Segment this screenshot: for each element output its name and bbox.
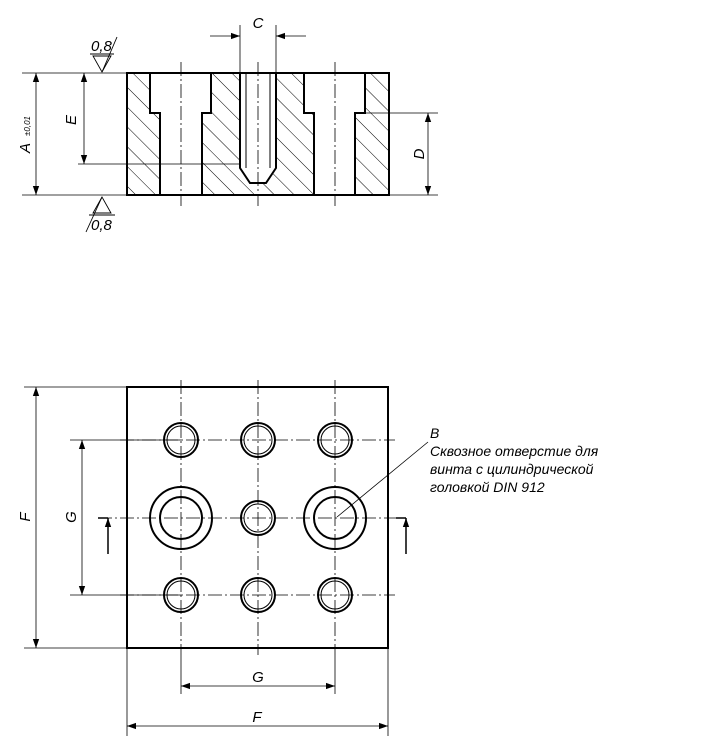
dim-e-lines xyxy=(78,73,240,165)
small-hole xyxy=(240,422,276,458)
dim-f-vertical-label: F xyxy=(17,512,34,522)
dim-a-tolerance: ±0,01 xyxy=(23,116,32,136)
counterbore-hole-left-outer xyxy=(149,486,213,550)
dim-f-vertical-lines xyxy=(24,386,127,649)
dim-e-label: E xyxy=(63,114,80,125)
counterbore-hole-right-inner xyxy=(313,496,357,540)
dim-d-label: D xyxy=(411,148,428,159)
small-hole xyxy=(240,500,276,536)
dim-g-vertical-lines xyxy=(70,439,181,596)
plan-outline xyxy=(126,386,389,649)
dim-f-horizontal-lines xyxy=(126,648,389,736)
dim-g-horizontal-label: G xyxy=(252,669,264,686)
section-centerlines xyxy=(180,62,336,206)
small-hole xyxy=(317,577,353,613)
small-hole xyxy=(317,422,353,458)
counterbore-hole-left-inner xyxy=(159,496,203,540)
left-counterbore-cavity xyxy=(149,72,212,196)
small-hole xyxy=(240,577,276,613)
section-arrow-right xyxy=(396,517,410,554)
section-arrow-left xyxy=(98,517,112,554)
counterbore-holes xyxy=(149,486,367,550)
dim-g-vertical-label: G xyxy=(63,511,80,523)
callout-leader xyxy=(336,441,429,518)
dim-a-label: A xyxy=(17,143,34,154)
surface-finish-top-label: 0,8 xyxy=(91,38,113,55)
dim-g-horizontal-lines xyxy=(180,655,336,694)
plan-view: F G G F B Сквозное отверстие для винта с… xyxy=(17,380,599,736)
callout-line-2: винта с цилиндрической xyxy=(430,461,594,477)
dim-d-lines xyxy=(365,112,438,196)
counterbore-hole-right-outer xyxy=(303,486,367,550)
surface-finish-bottom-label: 0,8 xyxy=(91,217,113,234)
dim-c-lines xyxy=(210,25,306,73)
section-view: A ±0,01 E D C 0,8 xyxy=(17,15,438,234)
surface-finish-top-icon xyxy=(90,36,118,73)
callout-line-3: головкой DIN 912 xyxy=(430,479,545,495)
right-counterbore-cavity xyxy=(303,72,366,196)
surface-finish-bottom-icon xyxy=(85,196,115,233)
dim-a-lines xyxy=(22,72,127,196)
small-holes xyxy=(163,422,353,613)
callout-line-1: Сквозное отверстие для xyxy=(430,443,599,459)
dim-f-horizontal-label: F xyxy=(252,709,262,726)
plan-centerlines xyxy=(98,380,406,655)
dim-c-label: C xyxy=(253,15,264,32)
callout-letter: B xyxy=(430,425,439,441)
